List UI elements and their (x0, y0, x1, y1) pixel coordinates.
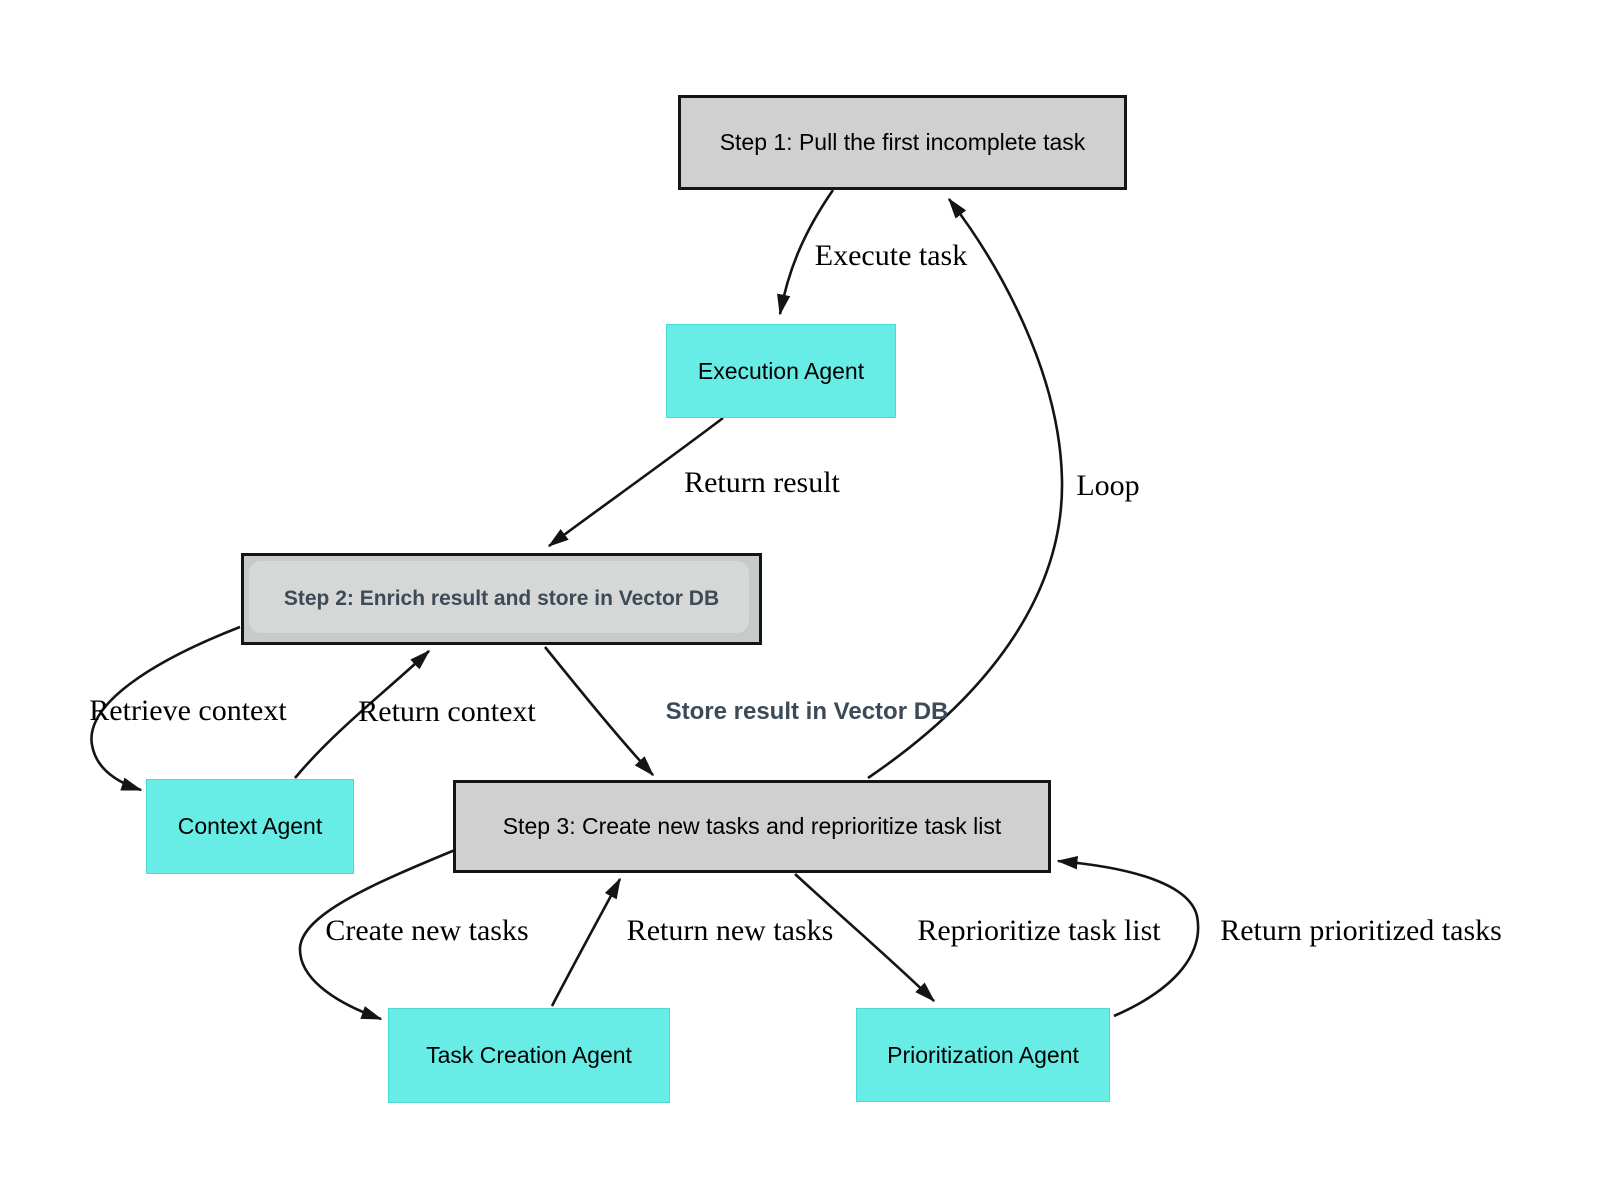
edge-reprioritize-task-list (794, 873, 936, 1003)
edge-return-new-tasks (550, 877, 622, 1007)
node-step3: Step 3: Create new tasks and reprioritiz… (453, 780, 1051, 873)
edge-label-return-new-tasks: Return new tasks (626, 914, 834, 947)
edge-retrieve-context (90, 625, 241, 792)
edge-label-retrieve-context: Retrieve context (89, 694, 287, 727)
node-step2-label: Step 2: Enrich result and store in Vecto… (283, 587, 720, 610)
edge-label-store-result: Store result in Vector DB (665, 698, 949, 725)
node-execution-agent-label: Execution Agent (697, 357, 865, 384)
node-task-creation-agent-label: Task Creation Agent (426, 1042, 632, 1068)
edge-label-return-prioritized-tasks: Return prioritized tasks (1220, 914, 1502, 947)
node-step1: Step 1: Pull the first incomplete task (678, 95, 1127, 190)
edge-execute-task (777, 189, 835, 316)
edge-label-return-result: Return result (684, 466, 840, 499)
node-context-agent-label: Context Agent (177, 813, 323, 839)
edge-loop (867, 197, 1064, 780)
edge-create-new-tasks (298, 848, 456, 1021)
node-context-agent: Context Agent (146, 779, 354, 874)
step2-highlight-plate (249, 561, 749, 633)
node-prioritization-agent-label: Prioritization Agent (887, 1041, 1079, 1068)
edge-label-return-context: Return context (358, 695, 536, 728)
edge-label-create-new-tasks: Create new tasks (325, 914, 529, 947)
node-step3-label: Step 3: Create new tasks and reprioritiz… (502, 813, 1002, 839)
node-step2: Step 2: Enrich result and store in Vecto… (241, 553, 762, 645)
edge-return-prioritized-tasks (1056, 856, 1200, 1018)
edge-label-reprioritize-task-list: Reprioritize task list (917, 914, 1161, 947)
node-step1-label: Step 1: Pull the first incomplete task (719, 129, 1086, 155)
edge-return-result (547, 416, 724, 548)
node-prioritization-agent: Prioritization Agent (856, 1008, 1110, 1102)
edge-label-loop: Loop (1076, 469, 1140, 502)
node-task-creation-agent: Task Creation Agent (388, 1008, 670, 1103)
node-execution-agent: Execution Agent (666, 324, 896, 418)
edge-store-result (543, 646, 655, 777)
edge-label-execute-task: Execute task (814, 239, 968, 272)
edge-return-context (294, 649, 431, 779)
